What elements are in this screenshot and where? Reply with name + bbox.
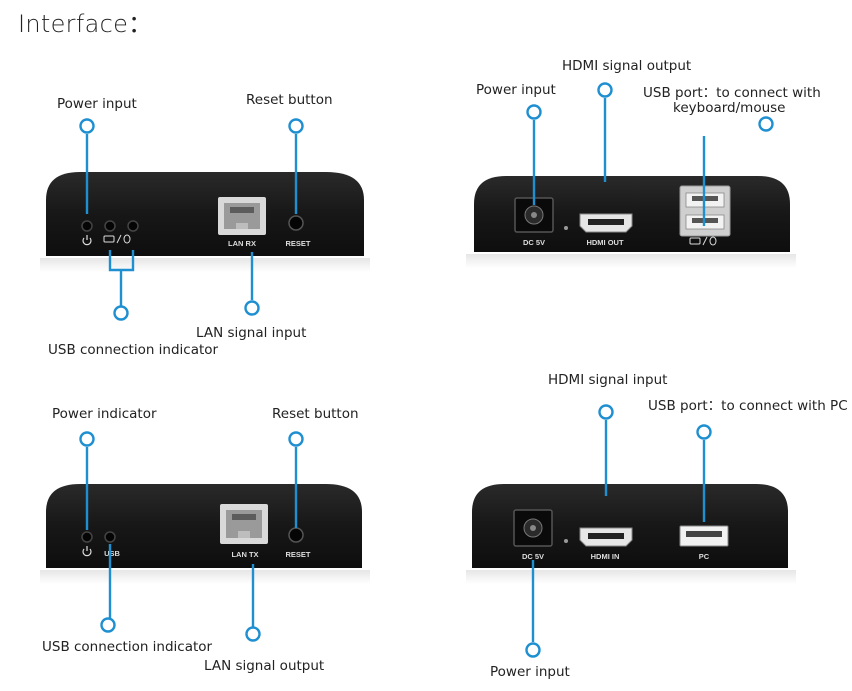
usb-label: USB [104, 549, 120, 558]
transmitter-back-body [472, 484, 788, 568]
rx-back-panel: DC 5V HDMI OUT Power input HDMI signal o… [466, 58, 821, 268]
mouse-icon [123, 234, 131, 244]
status-dot [564, 226, 568, 230]
mouse-icon [709, 236, 717, 246]
marker-usb-indicator [113, 305, 129, 321]
power-led [81, 220, 93, 232]
usb-led-mouse [127, 220, 139, 232]
callout-usb-indicator: USB connection indicator [42, 639, 213, 655]
usb-led [104, 531, 116, 543]
marker-usb-port [758, 116, 774, 132]
marker-power-input [79, 118, 95, 134]
dc-5v-label: DC 5V [523, 238, 545, 247]
callout-power-input: Power input [476, 82, 556, 98]
power-icon [82, 546, 92, 557]
device-shadow [466, 570, 796, 584]
callout-reset-button: Reset button [246, 92, 333, 108]
dc-5v-label: DC 5V [522, 552, 544, 561]
marker-lan-input [244, 300, 260, 316]
leader-usb-indicator [108, 250, 135, 306]
device-shadow [40, 570, 370, 584]
marker-power-indicator [79, 431, 95, 447]
marker-power-input [526, 104, 542, 120]
marker-lan-output [245, 626, 261, 642]
tx-front-panel: USB LAN TX RESET Power indicator Reset b… [40, 406, 370, 674]
device-shadow [466, 254, 796, 268]
rx-front-panel: LAN RX RESET Power input Reset button US… [40, 92, 370, 358]
marker-usb-indicator [100, 617, 116, 633]
callout-usb-port-line2: keyboard/mouse [673, 100, 785, 116]
marker-hdmi-input [598, 404, 614, 420]
reset-button [288, 215, 304, 231]
pc-label: PC [699, 552, 710, 561]
lan-rx-label: LAN RX [228, 239, 256, 248]
marker-reset [288, 431, 304, 447]
hdmi-out-label: HDMI OUT [586, 238, 623, 247]
lan-tx-label: LAN TX [231, 550, 258, 559]
marker-hdmi-output [597, 82, 613, 98]
marker-power-input [525, 642, 541, 658]
callout-power-input: Power input [57, 96, 137, 112]
reset-button [288, 527, 304, 543]
reset-label: RESET [285, 550, 310, 559]
device-shadow [40, 258, 370, 272]
callout-usb-port: USB port：to connect with PC [648, 398, 848, 414]
callout-power-indicator: Power indicator [52, 406, 157, 422]
marker-reset [288, 118, 304, 134]
callout-hdmi-input: HDMI signal input [548, 372, 667, 388]
hdmi-in-label: HDMI IN [591, 552, 620, 561]
keyboard-icon [689, 237, 701, 245]
keyboard-icon [103, 235, 115, 243]
callout-reset-button: Reset button [272, 406, 359, 422]
receiver-body [46, 172, 364, 256]
callout-power-input: Power input [490, 664, 570, 680]
usb-led-keyboard [104, 220, 116, 232]
callout-lan-output: LAN signal output [204, 658, 324, 674]
callout-hdmi-output: HDMI signal output [562, 58, 691, 74]
status-dot [564, 539, 568, 543]
callout-lan-input: LAN signal input [196, 325, 306, 341]
callout-usb-port-line1: USB port：to connect with [643, 85, 821, 101]
tx-back-panel: DC 5V HDMI IN PC HDMI signal input USB p… [466, 372, 848, 680]
transmitter-body [46, 484, 362, 568]
page-title: Interface： [18, 10, 153, 38]
reset-label: RESET [285, 239, 310, 248]
power-led [81, 531, 93, 543]
callout-usb-indicator: USB connection indicator [48, 342, 219, 358]
power-icon [82, 235, 92, 246]
marker-usb-port [696, 424, 712, 440]
